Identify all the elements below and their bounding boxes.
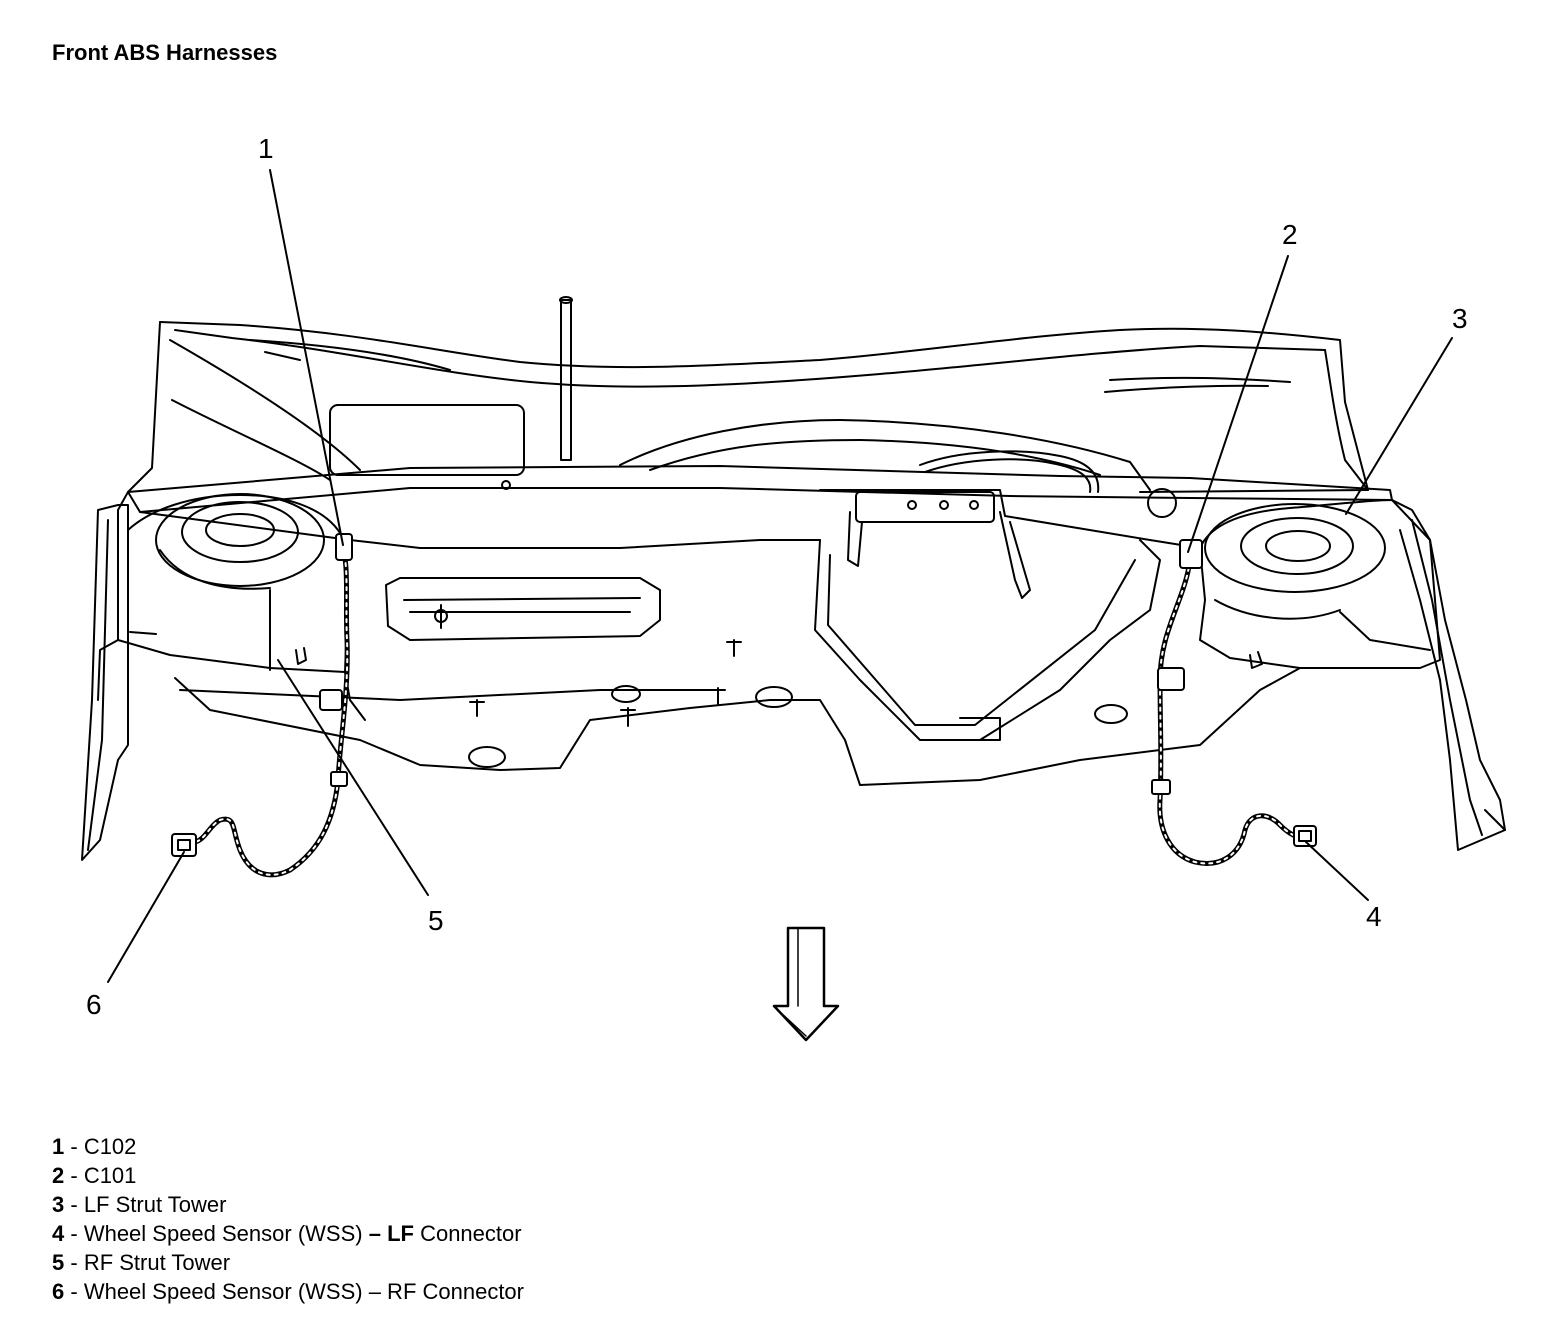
callout-3: 3: [1452, 303, 1468, 334]
legend-separator: -: [64, 1250, 84, 1275]
callout-4: 4: [1366, 901, 1382, 932]
legend-number: 3: [52, 1192, 65, 1217]
legend-item: 1 - C102: [52, 1132, 524, 1161]
cowl-panel: [127, 296, 1369, 493]
legend-item: 3 - LF Strut Tower: [52, 1190, 524, 1219]
legend-separator: -: [64, 1279, 84, 1304]
legend-text-bold: – LF: [368, 1221, 414, 1246]
callout-2: 2: [1282, 219, 1298, 250]
legend-text: C102: [83, 1134, 137, 1159]
leader-line-4: [1305, 841, 1369, 901]
legend-number: 1: [52, 1134, 65, 1159]
leader-line-1: [269, 169, 344, 546]
leader-line-3: [1345, 337, 1453, 515]
legend-number: 5: [52, 1250, 65, 1275]
rf-wss-harness: [171, 533, 353, 878]
legend-text: RF Strut Tower: [83, 1250, 231, 1275]
legend-item: 5 - RF Strut Tower: [52, 1248, 524, 1277]
legend-item: 4 - Wheel Speed Sensor (WSS) – LF Connec…: [52, 1219, 524, 1248]
legend: 1 - C102 2 - C101 3 - LF Strut Tower 4 -…: [52, 1132, 524, 1306]
callout-6: 6: [86, 989, 102, 1020]
left-fender-apron: [81, 504, 129, 861]
legend-text: LF Strut Tower: [83, 1192, 227, 1217]
leader-line-6: [107, 851, 185, 983]
legend-item: 6 - Wheel Speed Sensor (WSS) – RF Connec…: [52, 1277, 524, 1306]
legend-text: Wheel Speed Sensor (WSS) – RF Connector: [83, 1279, 524, 1304]
lf-wss-connector: [1293, 825, 1317, 847]
legend-item: 2 - C101: [52, 1161, 524, 1190]
diagram-title: Front ABS Harnesses: [52, 40, 278, 65]
legend-number: 6: [52, 1279, 65, 1304]
legend-separator: -: [64, 1192, 84, 1217]
lower-structure: [174, 539, 1301, 786]
legend-text: C101: [83, 1163, 137, 1188]
right-fender-apron: [1391, 499, 1506, 851]
lf-wss-harness: [1151, 539, 1317, 866]
lf-strut-tower: [1199, 499, 1441, 669]
rf-strut-tower: [97, 491, 349, 701]
c102-connector: [335, 533, 353, 561]
callout-5: 5: [428, 905, 444, 936]
leader-line-5: [277, 659, 429, 896]
legend-number: 4: [52, 1221, 65, 1246]
callout-1: 1: [258, 133, 274, 164]
legend-text-tail: Connector: [413, 1221, 522, 1246]
leader-line-2: [1187, 255, 1289, 553]
legend-separator: -: [64, 1221, 84, 1246]
legend-separator: -: [64, 1134, 84, 1159]
legend-number: 2: [52, 1163, 65, 1188]
forward-direction-arrow: [772, 926, 840, 1042]
legend-separator: -: [64, 1163, 84, 1188]
leader-lines: [107, 169, 1453, 983]
legend-text: Wheel Speed Sensor (WSS): [83, 1221, 369, 1246]
